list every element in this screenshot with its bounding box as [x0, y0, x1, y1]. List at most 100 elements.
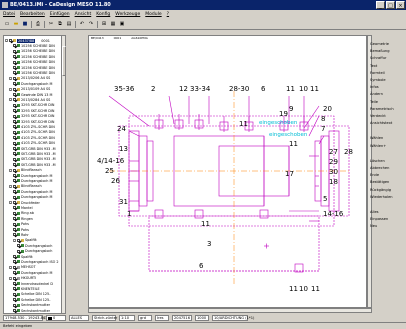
canvas-horizontal-scrollbar[interactable] — [88, 308, 372, 313]
tree-node[interactable]: Durchgangsloch — [17, 243, 52, 248]
expand-toggle-icon[interactable]: - — [13, 238, 16, 243]
command-item[interactable]: Bestätigen — [370, 180, 390, 185]
tree-node[interactable]: -MEHSOT — [9, 265, 36, 270]
tree-node[interactable]: 3293 SKT-SCHR DIN — [13, 103, 54, 108]
canvas-vertical-scrollbar[interactable] — [367, 35, 372, 308]
value-field[interactable]: 1000 — [195, 315, 209, 321]
maximize-button[interactable]: □ — [386, 1, 395, 9]
tree-node[interactable]: Durchgangsloch ISO 2 — [13, 259, 59, 264]
command-item[interactable]: Alles — [370, 210, 379, 214]
visibility-checkbox[interactable] — [17, 249, 20, 253]
tree-node[interactable]: -2013/0109 A4 SS — [9, 87, 50, 92]
tree-node[interactable]: SKT-GRB DIN 933 -M — [13, 146, 56, 151]
visibility-checkbox[interactable] — [17, 238, 20, 242]
expand-toggle-icon[interactable]: - — [9, 276, 12, 281]
visibility-checkbox[interactable] — [13, 120, 16, 123]
visibility-checkbox[interactable] — [13, 114, 16, 118]
tree-node[interactable]: -HKGURTI — [9, 276, 36, 281]
command-item[interactable]: Parametrisch — [370, 106, 394, 111]
menu-datei[interactable]: Datei — [3, 12, 16, 17]
expand-toggle-icon[interactable]: - — [9, 265, 12, 270]
command-item[interactable]: Wiederholen — [370, 194, 393, 199]
visibility-checkbox[interactable] — [13, 71, 16, 75]
visibility-checkbox[interactable] — [13, 109, 16, 113]
tree-node[interactable]: Ring ab — [13, 211, 34, 216]
expand-toggle-icon[interactable]: - — [5, 39, 8, 43]
menu-help[interactable]: ? — [166, 12, 170, 17]
menu-module[interactable]: Module — [145, 12, 162, 17]
command-item[interactable]: Bemaßung — [370, 49, 390, 54]
expand-toggle-icon[interactable]: - — [9, 168, 12, 173]
coordinate-field[interactable]: 17948.530 - 19243.8433 — [3, 315, 50, 321]
visibility-checkbox[interactable] — [13, 82, 16, 86]
tree-node[interactable]: Scheibe DIN 125- — [13, 292, 50, 297]
tree-node[interactable]: SKT-GRB DIN 933 -M — [13, 162, 56, 167]
tree-node[interactable]: Rohr — [13, 232, 29, 237]
expand-toggle-icon[interactable]: - — [9, 76, 12, 81]
tree-node[interactable]: 10256 SCHEIBE DIN — [13, 43, 55, 48]
tree-node[interactable]: Durchgangsloch M — [13, 173, 52, 178]
visibility-checkbox[interactable] — [13, 44, 16, 48]
visibility-checkbox[interactable] — [9, 39, 12, 42]
tree-node[interactable]: Durchgangsloch M — [13, 195, 52, 200]
visibility-checkbox[interactable] — [13, 292, 16, 296]
visibility-checkbox[interactable] — [13, 163, 16, 167]
properties-icon[interactable]: ▣ — [119, 21, 125, 27]
visibility-checkbox[interactable] — [13, 103, 16, 107]
tree-node[interactable]: Pohs — [13, 222, 29, 227]
cut-icon[interactable]: ✂ — [48, 21, 54, 27]
color-select[interactable]: 0 — [46, 315, 66, 321]
expand-toggle-icon[interactable]: - — [9, 201, 12, 205]
undo-icon[interactable]: ↶ — [79, 21, 85, 27]
command-item[interactable]: Schraffur — [370, 56, 387, 61]
command-item[interactable]: Wählen — [370, 136, 384, 141]
visibility-checkbox[interactable] — [13, 260, 16, 264]
tree-node[interactable]: 3293 SKT-SCHR DIN — [13, 119, 54, 124]
new-file-icon[interactable]: ▭ — [4, 21, 10, 27]
tree-node[interactable]: -Blindflansch — [9, 168, 42, 173]
open-folder-icon[interactable]: ▬ — [13, 21, 19, 27]
command-item[interactable]: Ändern — [370, 92, 383, 97]
visibility-checkbox[interactable] — [17, 244, 20, 248]
command-item[interactable]: Geometrie — [370, 42, 390, 46]
tree-node[interactable]: Durchgangsloch M — [13, 270, 52, 275]
tree-node[interactable]: Mantel — [13, 205, 33, 210]
tree-node[interactable]: Scheibe DIN 125- — [13, 297, 50, 302]
visibility-checkbox[interactable] — [13, 179, 16, 183]
paste-icon[interactable]: ▤ — [66, 21, 72, 27]
linestyle-select[interactable]: ALLES — [69, 315, 89, 321]
tree-node[interactable]: Durchgangsloch M — [13, 189, 52, 194]
grid-icon[interactable]: ▦ — [110, 21, 116, 27]
tree-node[interactable]: 4103 ZYL-SCHR DIN — [13, 141, 55, 146]
command-item[interactable]: Rückgängig — [370, 187, 391, 192]
visibility-checkbox[interactable] — [13, 98, 16, 102]
menu-bearbeiten[interactable]: Bearbeiten — [20, 12, 45, 17]
command-item[interactable]: Text — [370, 63, 378, 68]
tree-node[interactable]: 3293 SKT-SCHR DIN — [13, 114, 54, 119]
tree-node[interactable]: Durchgangsloch M — [13, 81, 52, 86]
tree-node[interactable]: Innendraudeckel D — [13, 281, 53, 286]
save-icon[interactable]: ■ — [22, 21, 28, 27]
tree-node[interactable]: Durchgangsloch M — [13, 178, 52, 183]
command-item[interactable]: Symbole — [370, 78, 386, 82]
close-button[interactable]: × — [396, 1, 405, 9]
tree-node[interactable]: KNENTEILE — [13, 286, 40, 291]
visibility-checkbox[interactable] — [13, 55, 16, 59]
menu-konfig[interactable]: Konfig — [96, 12, 111, 17]
command-item[interactable]: Ansichtstext — [370, 121, 393, 126]
visibility-checkbox[interactable] — [13, 87, 16, 91]
visibility-checkbox[interactable] — [13, 130, 16, 134]
redo-icon[interactable]: ↷ — [88, 21, 94, 27]
scroll-thumb[interactable] — [62, 46, 66, 76]
tree-node[interactable]: Sechskantmutter — [13, 308, 50, 313]
visibility-checkbox[interactable] — [13, 141, 16, 145]
visibility-checkbox[interactable] — [13, 49, 16, 53]
tree-node[interactable]: Gewinde DIN 13 M — [13, 92, 52, 97]
part-code-field[interactable]: 10/ARDICHTUNG (1*1) — [212, 315, 255, 321]
visibility-checkbox[interactable] — [13, 168, 16, 172]
visibility-checkbox[interactable] — [13, 136, 16, 140]
tree-node[interactable]: 10256 SCHEIBE DIN — [13, 54, 55, 59]
pen-select[interactable]: Strich-zünter — [92, 315, 118, 321]
